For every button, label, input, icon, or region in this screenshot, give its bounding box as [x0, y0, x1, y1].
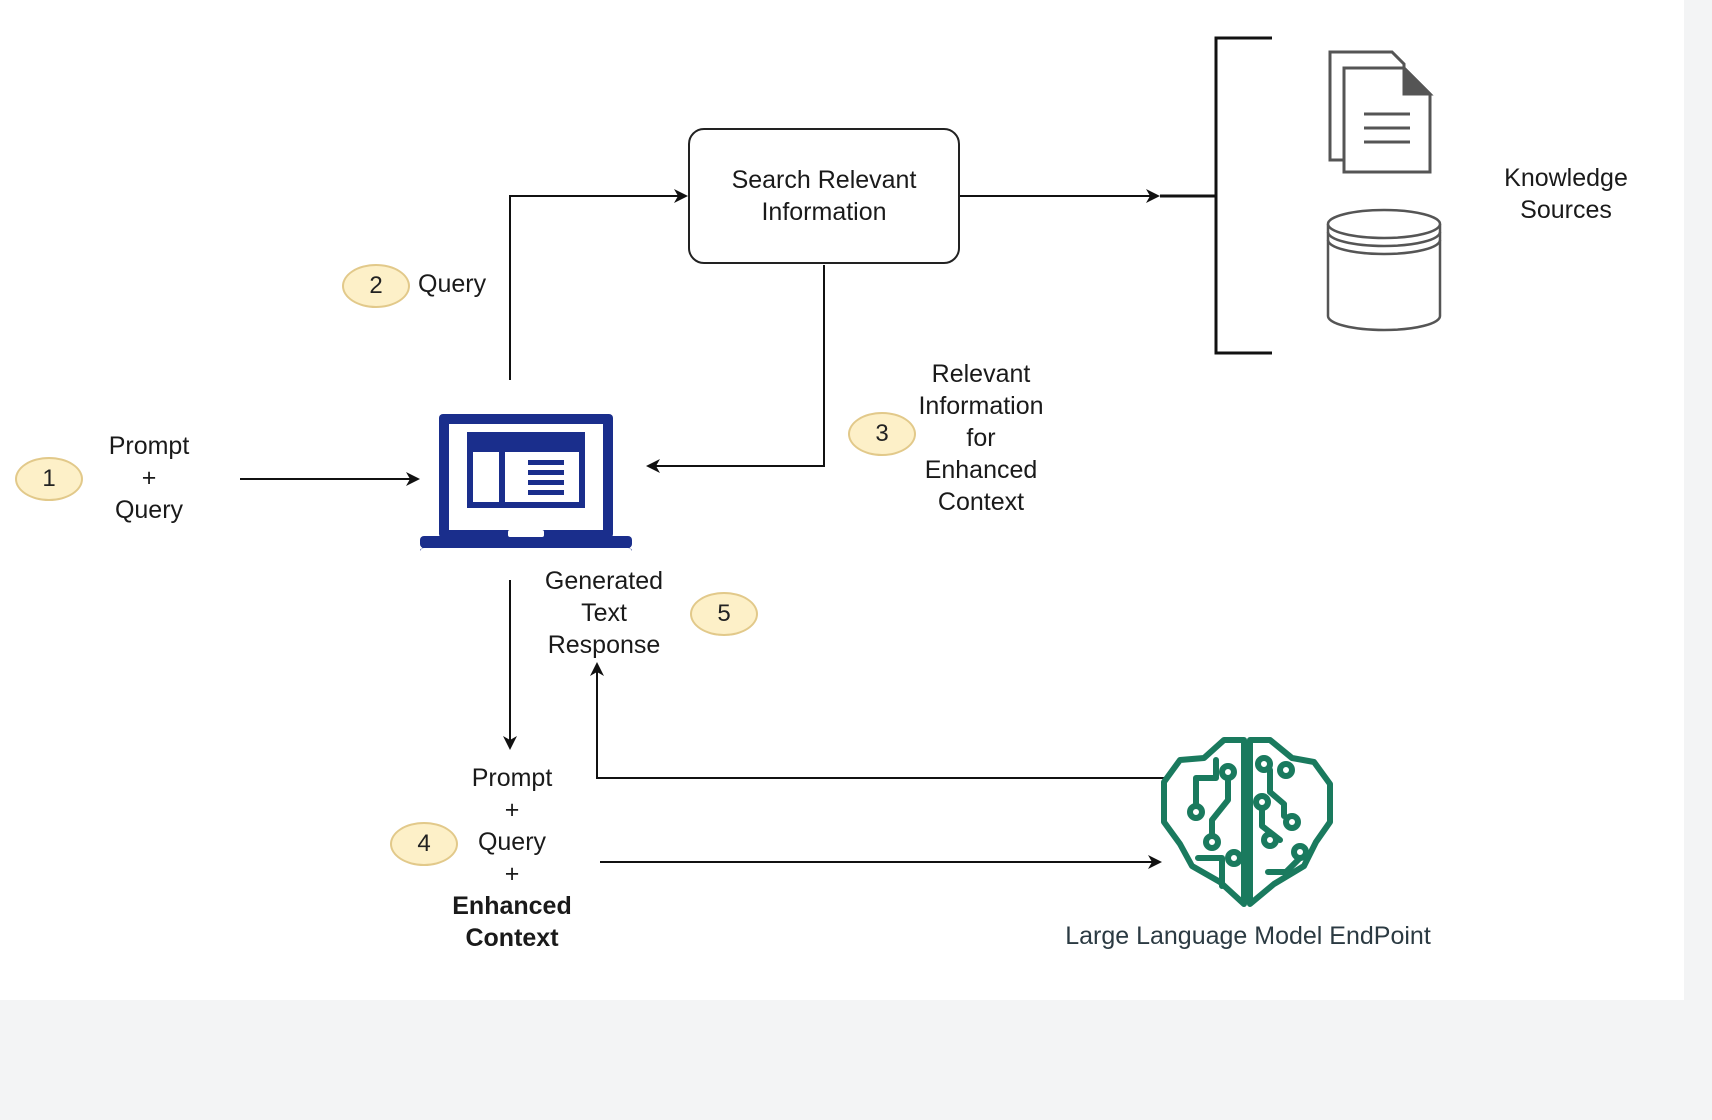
- step-badge-3: 3: [848, 412, 916, 456]
- database-icon: [1326, 208, 1442, 332]
- step-badge-1: 1: [15, 457, 83, 501]
- search-box-line2: Information: [761, 198, 887, 226]
- step3-line1: Relevant: [931, 360, 1031, 388]
- step4-label: Prompt + Query + Enhanced Context: [432, 762, 592, 954]
- step1-line1: Prompt: [108, 432, 190, 460]
- arrow-llm-to-response: [590, 662, 1165, 779]
- diagram-canvas: Search Relevant Information Knowledge So…: [0, 0, 1684, 1000]
- step3-line5: Context: [937, 488, 1025, 516]
- knowledge-line1: Knowledge: [1504, 164, 1628, 192]
- brain-circuit-icon: [1161, 737, 1333, 907]
- step4-line4: +: [504, 860, 520, 888]
- diagram-connectors: [240, 36, 1442, 907]
- step4-line1: Prompt: [471, 764, 553, 792]
- step3-label: Relevant Information for Enhanced Contex…: [908, 358, 1054, 518]
- step5-line2: Text: [581, 599, 627, 627]
- step1-line2: +: [141, 464, 157, 492]
- step3-line2: Information: [918, 392, 1044, 420]
- step1-line3: Query: [114, 496, 184, 524]
- arrow-search-to-laptop: [646, 265, 825, 473]
- knowledge-bracket: [1160, 36, 1272, 355]
- step1-label: Prompt + Query: [94, 430, 204, 526]
- laptop-icon: [420, 414, 632, 551]
- step2-label: Query: [418, 270, 487, 298]
- step5-line1: Generated: [544, 567, 664, 595]
- search-relevant-information-box: Search Relevant Information: [688, 128, 960, 264]
- knowledge-line2: Sources: [1520, 196, 1612, 224]
- step5-line3: Response: [547, 631, 661, 659]
- step-badge-5: 5: [690, 592, 758, 636]
- search-box-line1: Search Relevant: [731, 166, 917, 194]
- step-badge-2: 2: [342, 264, 410, 308]
- llm-endpoint-label: Large Language Model EndPoint: [1065, 922, 1431, 950]
- step-badge-4: 4: [390, 822, 458, 866]
- step4-line2: +: [504, 796, 520, 824]
- documents-icon: [1328, 50, 1434, 174]
- step3-line3: for: [966, 424, 996, 452]
- knowledge-sources-label: Knowledge Sources: [1488, 162, 1644, 226]
- step4-line6: Context: [465, 924, 559, 952]
- arrow-laptop-to-search: [509, 189, 688, 380]
- step4-line5: Enhanced: [452, 892, 572, 920]
- step3-line4: Enhanced: [924, 456, 1038, 484]
- step4-line3: Query: [477, 828, 547, 856]
- step5-label: Generated Text Response: [530, 565, 678, 661]
